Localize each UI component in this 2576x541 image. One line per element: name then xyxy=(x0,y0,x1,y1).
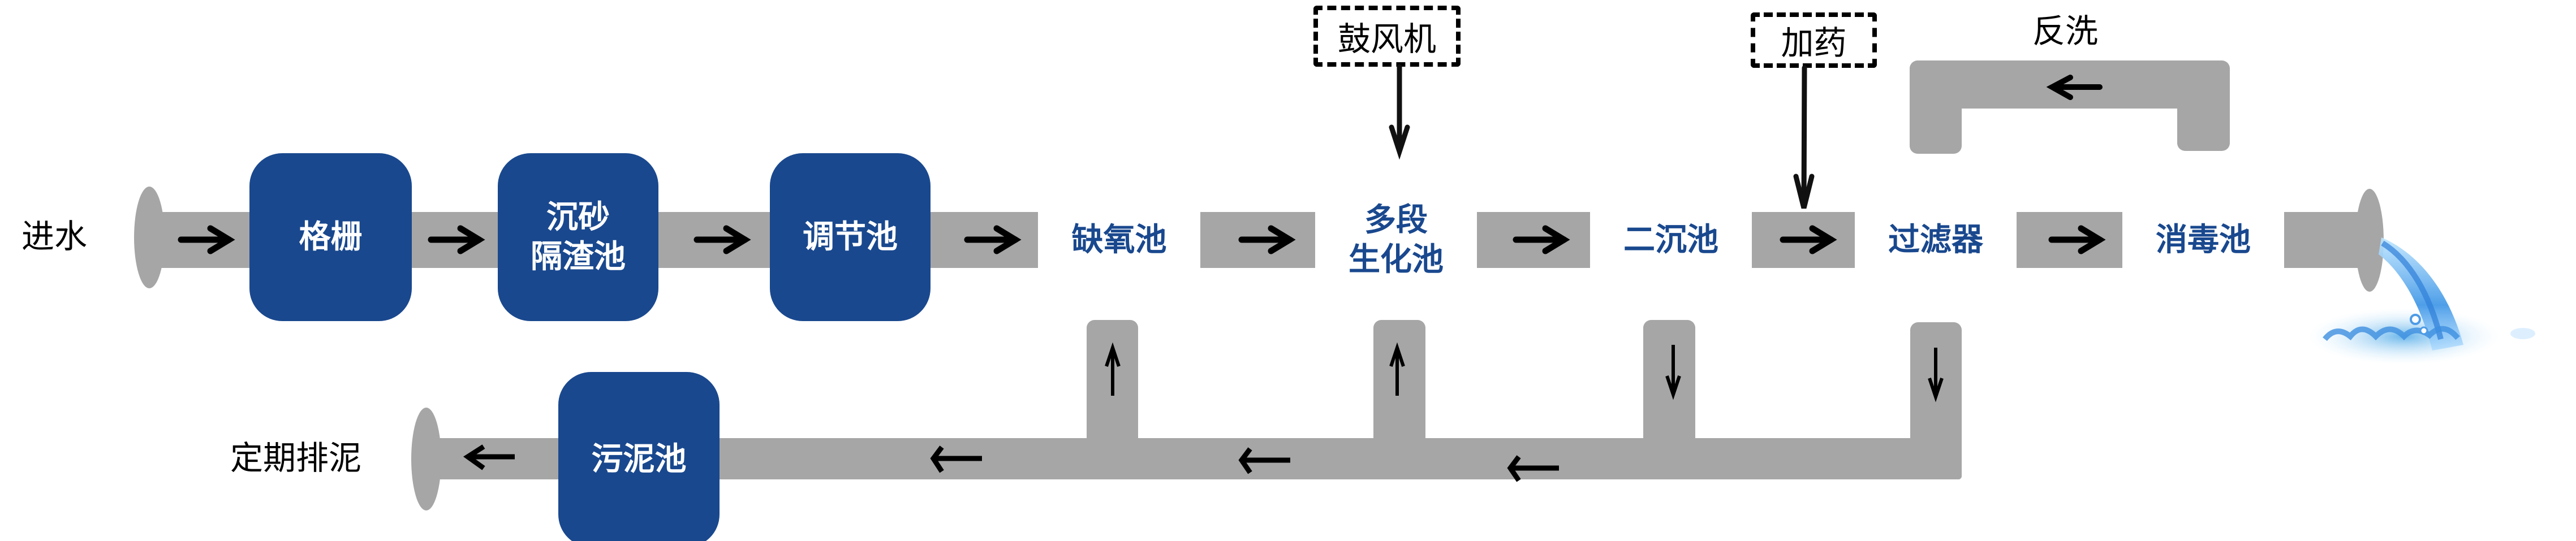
dosing-box: 加药 xyxy=(1751,12,1877,68)
sludge-riser-bio xyxy=(1373,320,1425,456)
sludge-riser-anoxic xyxy=(1087,320,1138,456)
backwash-pipe-left-leg xyxy=(1910,102,1962,154)
riser-arrows xyxy=(1105,342,1944,402)
process-box-grit-chamber: 沉砂 隔渣池 xyxy=(498,153,658,321)
pipe-segment-clarifier-filter xyxy=(1752,212,1855,268)
pipe-segment-bio-clarifier xyxy=(1477,212,1590,268)
stage-label-bio-reactor: 多段 生化池 xyxy=(1349,202,1444,278)
pipe-segment-anoxic-bio xyxy=(1200,212,1315,268)
process-box-screen: 格栅 xyxy=(249,153,412,321)
sludge-discharge-label: 定期排泥 xyxy=(230,439,362,477)
pipe-segment-outlet xyxy=(2284,212,2369,268)
arrow-down-icon xyxy=(1793,65,1815,209)
stage-label-filter: 过滤器 xyxy=(1888,221,1983,258)
backwash-label: 反洗 xyxy=(2032,12,2099,50)
pipe-segment-filter-disinfection xyxy=(2017,212,2122,268)
dosing-label: 加药 xyxy=(1781,24,1847,62)
outlet-flange xyxy=(2355,189,2384,292)
process-box-sludge-tank: 污泥池 xyxy=(558,372,720,541)
stage-label-secondary-clarifier: 二沉池 xyxy=(1623,221,1718,258)
process-box-equalization-tank: 调节池 xyxy=(770,153,931,321)
sludge-outlet-flange xyxy=(411,408,441,510)
stage-label-disinfection: 消毒池 xyxy=(2156,221,2251,258)
stage-label-anoxic: 缺氧池 xyxy=(1071,221,1167,258)
input-arrows xyxy=(1389,64,1815,209)
backwash-pipe-right-leg xyxy=(2177,102,2230,151)
arrow-down-icon xyxy=(1389,64,1410,160)
inlet-label: 进水 xyxy=(21,217,88,256)
blower-box: 鼓风机 xyxy=(1313,6,1461,67)
blower-label: 鼓风机 xyxy=(1337,20,1436,58)
sludge-riser-clarifier xyxy=(1643,320,1695,456)
